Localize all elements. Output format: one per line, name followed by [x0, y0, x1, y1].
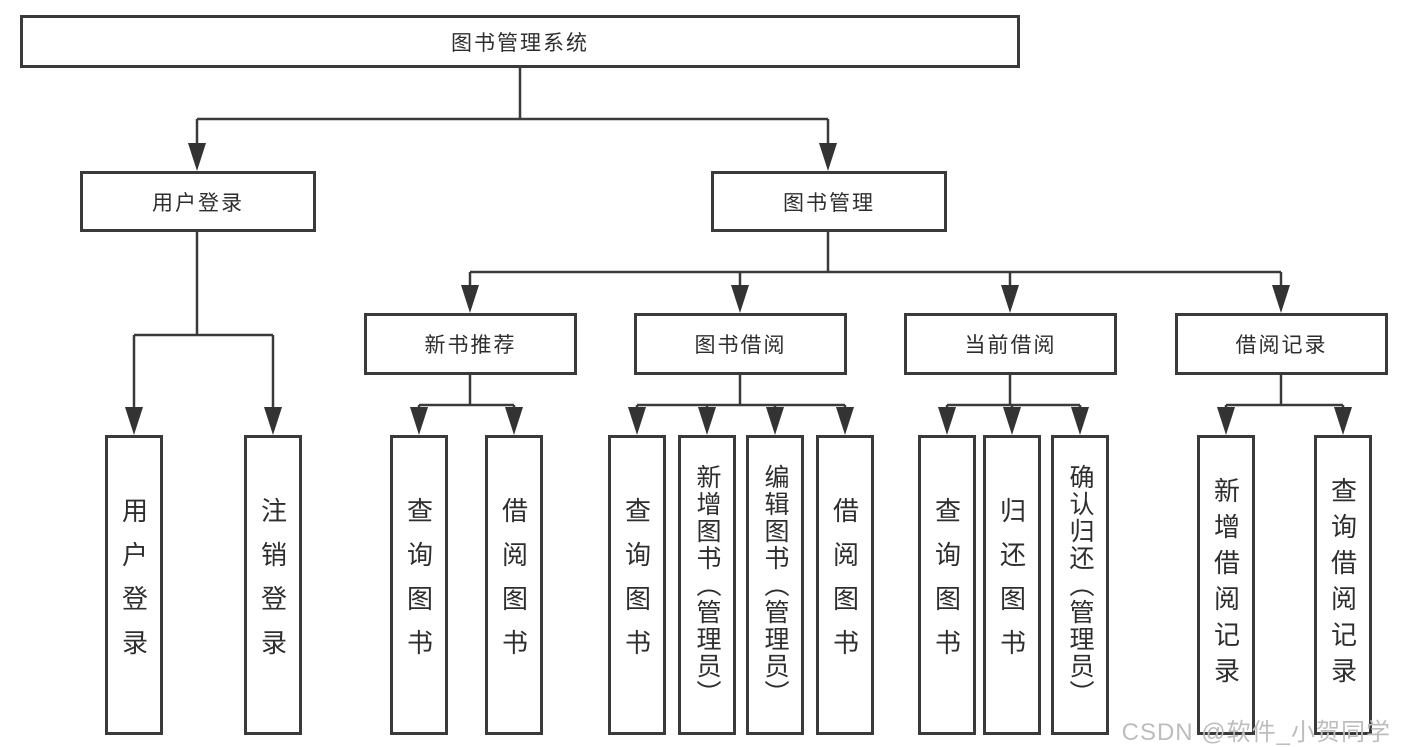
leaf-return-books: 归还图书 — [983, 435, 1041, 735]
leaf-borrow-books: 借阅图书 — [816, 435, 874, 735]
leaf-label: 注销登录 — [257, 497, 288, 673]
node-user-login: 用户登录 — [80, 171, 316, 232]
arrowheads-level2 — [188, 143, 837, 171]
arrow-down-icon — [1217, 407, 1235, 435]
arrow-down-icon — [1003, 407, 1021, 435]
leaf-query-books-current: 查询图书 — [918, 435, 976, 735]
arrow-down-icon — [1272, 285, 1290, 313]
leaf-label: 查询图书 — [403, 497, 434, 673]
node-root-system: 图书管理系统 — [20, 15, 1020, 68]
arrow-down-icon — [731, 285, 749, 313]
leaf-label: 借阅图书 — [498, 497, 529, 673]
arrow-down-icon — [461, 285, 479, 313]
arrow-down-icon — [188, 143, 206, 171]
arrowheads-level3 — [461, 285, 1290, 313]
leaf-edit-books-admin: 编辑图书（管理员） — [746, 435, 804, 735]
arrow-down-icon — [938, 407, 956, 435]
leaf-label: 编辑图书（管理员） — [761, 463, 789, 707]
arrowheads-borrow-record — [1217, 407, 1352, 435]
leaf-label: 新增借阅记录 — [1210, 477, 1241, 693]
leaf-label: 查询图书 — [931, 497, 962, 673]
arrow-down-icon — [505, 407, 523, 435]
edges-new-book-rec-to-leaves — [417, 375, 516, 412]
arrow-down-icon — [819, 143, 837, 171]
leaf-label: 查询图书 — [621, 497, 652, 673]
leaf-add-books-admin: 新增图书（管理员） — [678, 435, 736, 735]
leaf-borrow-books-rec: 借阅图书 — [485, 435, 543, 735]
leaf-add-borrow-record: 新增借阅记录 — [1197, 435, 1255, 735]
leaf-confirm-return-admin: 确认归还（管理员） — [1051, 435, 1109, 735]
arrow-down-icon — [766, 407, 784, 435]
arrow-down-icon — [410, 407, 428, 435]
arrow-down-icon — [1071, 407, 1089, 435]
node-new-book-rec: 新书推荐 — [364, 313, 577, 375]
arrow-down-icon — [836, 407, 854, 435]
arrowheads-current-borrow — [938, 407, 1089, 435]
arrow-down-icon — [1334, 407, 1352, 435]
leaf-query-books: 查询图书 — [608, 435, 666, 735]
edges-borrow-record-to-leaves — [1224, 375, 1345, 412]
leaf-user-login: 用户登录 — [105, 435, 163, 735]
watermark: CSDN @软件_小贺同学 — [1121, 719, 1391, 746]
node-label: 图书借阅 — [694, 334, 787, 357]
leaf-label: 确认归还（管理员） — [1066, 463, 1094, 707]
leaf-label: 借阅图书 — [829, 497, 860, 673]
arrowheads-book-borrow — [628, 407, 854, 435]
edges-user-login-to-leaves — [132, 232, 275, 412]
arrow-down-icon — [1001, 285, 1019, 313]
arrowheads-user-login-leaves — [125, 407, 282, 435]
node-label: 借阅记录 — [1235, 334, 1328, 357]
leaf-query-books-rec: 查询图书 — [390, 435, 448, 735]
leaf-logout: 注销登录 — [244, 435, 302, 735]
edges-book-mgmt-to-level3 — [468, 232, 1283, 290]
leaf-label: 查询借阅记录 — [1327, 477, 1358, 693]
arrow-down-icon — [125, 407, 143, 435]
leaf-label: 归还图书 — [996, 497, 1027, 673]
node-borrow-record: 借阅记录 — [1175, 313, 1388, 375]
leaf-label: 用户登录 — [118, 497, 149, 673]
node-book-borrow: 图书借阅 — [634, 313, 847, 375]
arrow-down-icon — [698, 407, 716, 435]
leaf-label: 新增图书（管理员） — [693, 463, 721, 707]
node-label: 图书管理系统 — [451, 31, 589, 55]
arrowheads-new-book-rec — [410, 407, 523, 435]
node-label: 新书推荐 — [424, 334, 517, 357]
node-label: 用户登录 — [152, 191, 244, 215]
edges-root-to-level2 — [195, 68, 830, 149]
arrow-down-icon — [264, 407, 282, 435]
edges-book-borrow-to-leaves — [635, 375, 847, 412]
node-book-mgmt: 图书管理 — [711, 171, 947, 232]
leaf-query-borrow-record: 查询借阅记录 — [1314, 435, 1372, 735]
node-current-borrow: 当前借阅 — [904, 313, 1117, 375]
node-label: 当前借阅 — [964, 334, 1057, 357]
node-label: 图书管理 — [783, 191, 875, 215]
arrow-down-icon — [628, 407, 646, 435]
edges-current-borrow-to-leaves — [945, 375, 1082, 412]
